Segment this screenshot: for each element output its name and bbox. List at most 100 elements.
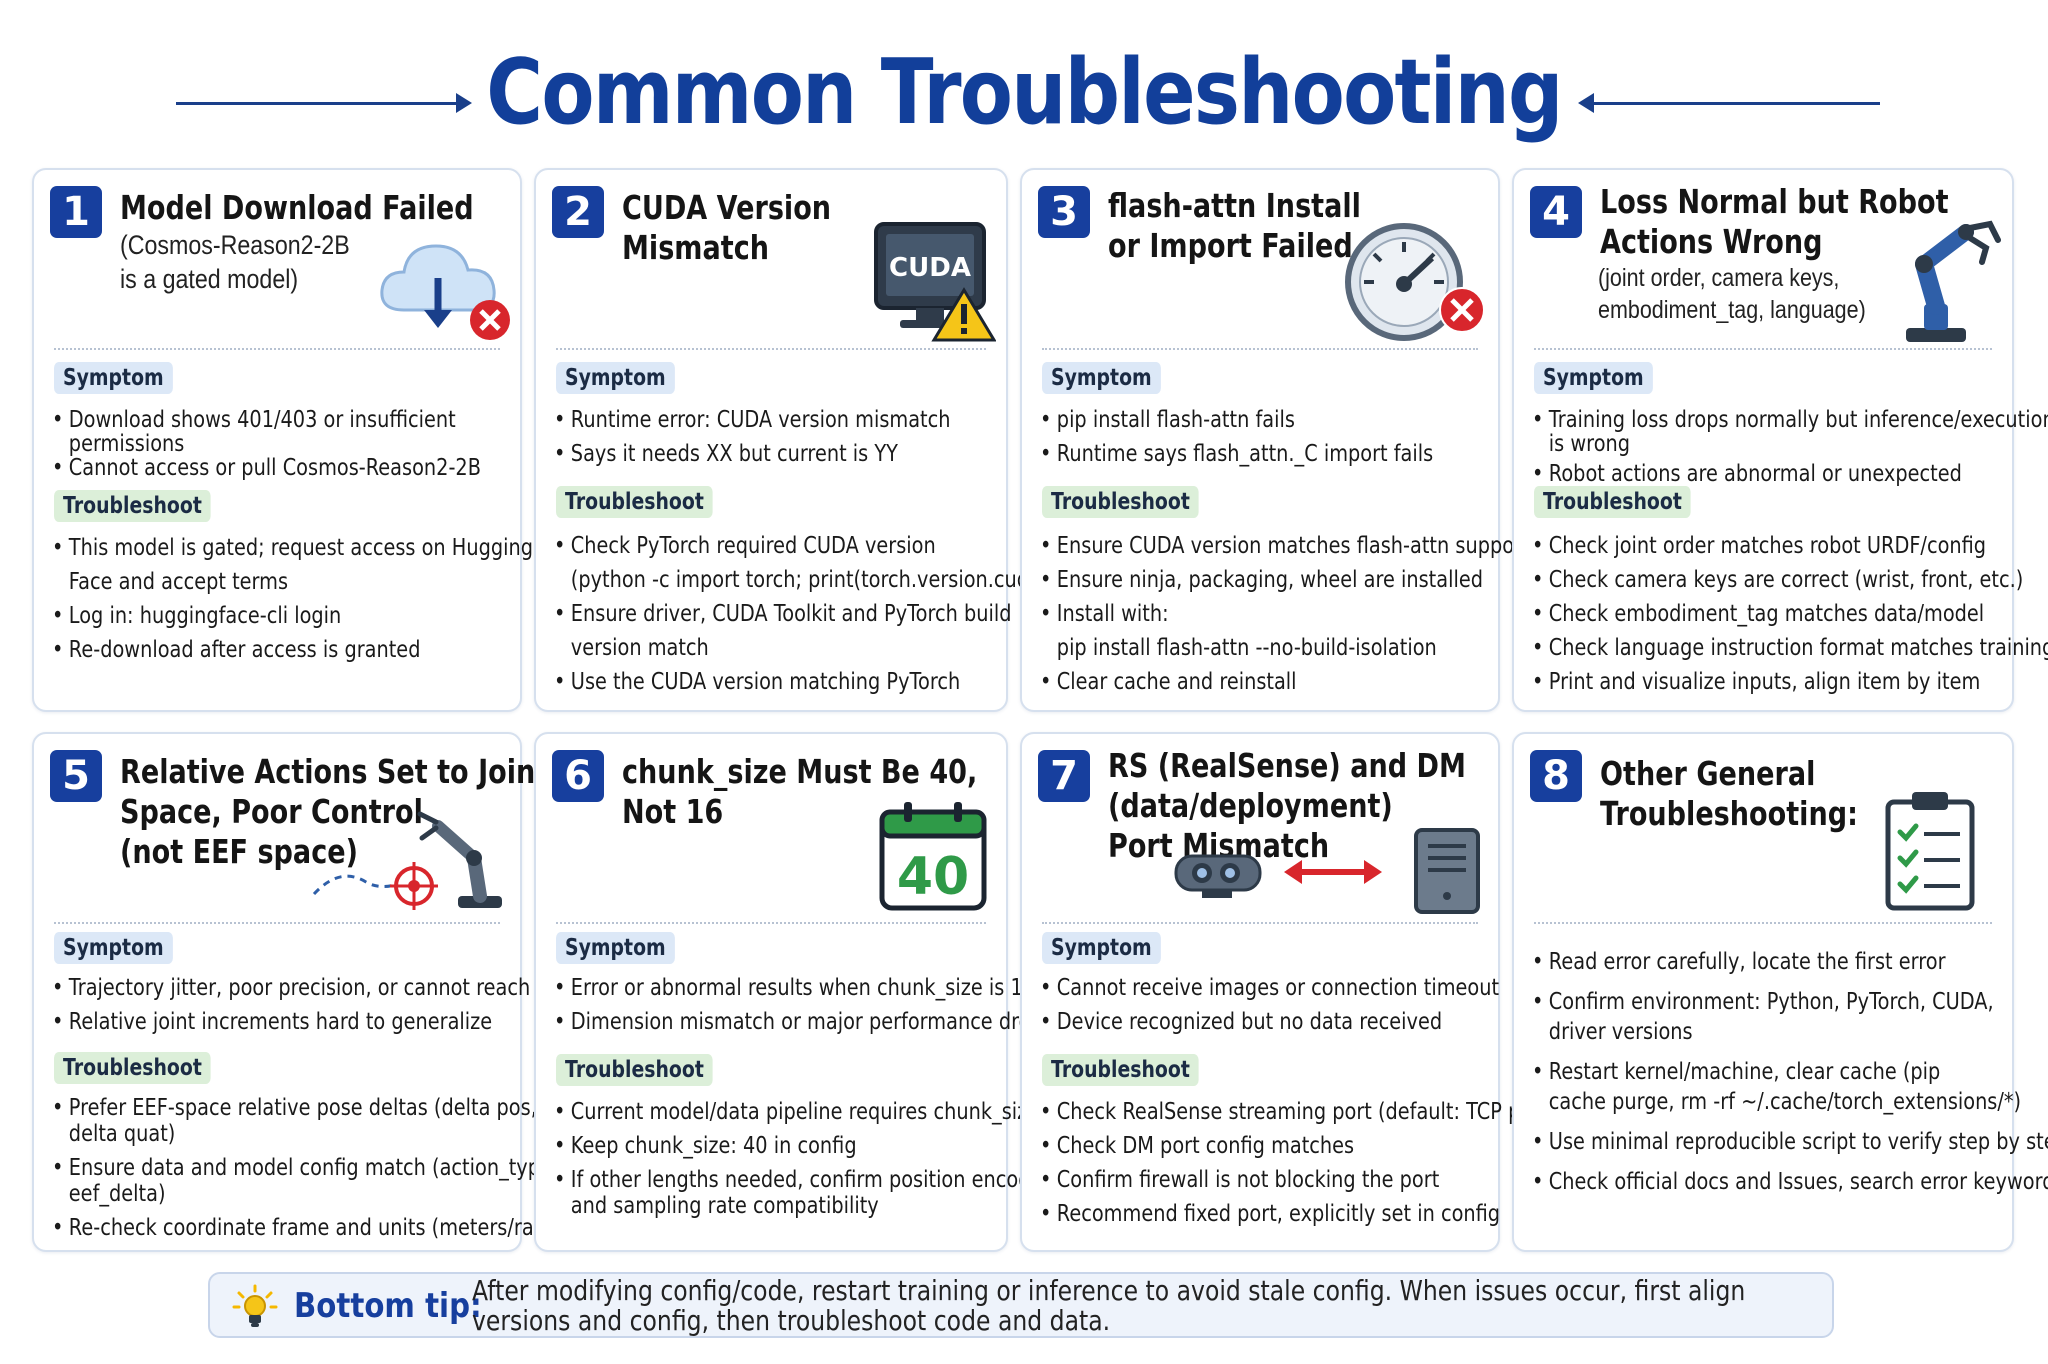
list-item: Download shows 401/403 or insufficient: [52, 406, 481, 434]
list-item: Cannot access or pull Cosmos-Reason2-2B: [52, 454, 481, 482]
list-item: Robot actions are abnormal or unexpected: [1532, 460, 2048, 488]
list-item: Restart kernel/machine, clear cache (pip: [1532, 1058, 2048, 1086]
list-item: Keep chunk_size: 40 in config: [554, 1132, 1092, 1160]
symptom-tag: Symptom: [54, 362, 173, 394]
list-item: pip install flash-attn fails: [1040, 406, 1433, 434]
page-title: Common Troubleshooting: [486, 40, 1563, 145]
list-item: Ensure driver, CUDA Toolkit and PyTorch …: [554, 600, 1056, 628]
camera-server-link-icon: [1174, 828, 1480, 914]
list-item: Log in: huggingface-cli login: [52, 602, 533, 630]
bottom-tip: Bottom tip: After modifying config/code,…: [208, 1272, 1834, 1338]
list-item: This model is gated; request access on H…: [52, 534, 533, 562]
list-item: Re-check coordinate frame and units (met…: [52, 1214, 593, 1242]
list-item: Ensure ninja, packaging, wheel are insta…: [1040, 566, 1530, 594]
list-item: Face and accept terms: [68, 569, 289, 595]
symptom-list: Download shows 401/403 or insufficient p…: [52, 406, 563, 488]
card-number: 7: [1038, 750, 1090, 802]
troubleshoot-tag: Troubleshoot: [1042, 486, 1199, 518]
card-subtitle: (joint order, camera keys,embodiment_tag…: [1598, 264, 1866, 324]
list-item: Check embodiment_tag matches data/model: [1532, 600, 2048, 628]
list-item: Recommend fixed port, explicitly set in …: [1040, 1200, 1555, 1228]
list-item: Check language instruction format matche…: [1532, 634, 2048, 662]
left-arrow-icon: [456, 93, 472, 113]
list-item: Prefer EEF-space relative pose deltas (d…: [52, 1094, 593, 1122]
troubleshoot-list: Check PyTorch required CUDA version (pyt…: [554, 532, 1152, 702]
card-model-download: 1 Model Download Failed (Cosmos-Reason2-…: [32, 168, 533, 712]
cloud-download-error-icon: [380, 244, 510, 340]
symptom-list: pip install flash-attn fails Runtime say…: [1040, 406, 1508, 474]
list-item: Check DM port config matches: [1040, 1132, 1555, 1160]
troubleshoot-tag: Troubleshoot: [54, 490, 211, 522]
card-title: chunk_size Must Be 40,Not 16: [622, 752, 978, 831]
divider: [1042, 922, 1478, 924]
symptom-tag: Symptom: [54, 932, 173, 964]
list-item: permissions: [68, 431, 185, 457]
troubleshoot-list: Check RealSense streaming port (default:…: [1040, 1098, 1653, 1234]
card-number: 6: [552, 750, 604, 802]
right-arrow-line: [1592, 102, 1880, 105]
list-item: cache purge, rm -rf ~/.cache/torch_exten…: [1548, 1089, 2022, 1115]
card-number: 3: [1038, 186, 1090, 238]
card-title: Model Download Failed: [120, 188, 474, 227]
troubleshoot-list: Ensure CUDA version matches flash-attn s…: [1040, 532, 1623, 702]
list-item: Print and visualize inputs, align item b…: [1532, 668, 2048, 696]
cuda-monitor-warning-icon: CUDA: [874, 222, 996, 342]
list-item: Check PyTorch required CUDA version: [554, 532, 1056, 560]
troubleshoot-list: Prefer EEF-space relative pose deltas (d…: [52, 1094, 696, 1248]
list-item: (python -c import torch; print(torch.ver…: [570, 567, 1056, 593]
troubleshoot-list: Current model/data pipeline requires chu…: [554, 1098, 1195, 1226]
list-item: Training loss drops normally but inferen…: [1532, 406, 2048, 434]
troubleshoot-tag: Troubleshoot: [1534, 486, 1691, 518]
divider: [54, 922, 500, 924]
card-number: 8: [1530, 750, 1582, 802]
symptom-tag: Symptom: [556, 362, 675, 394]
troubleshoot-tag: Troubleshoot: [556, 1054, 713, 1086]
troubleshoot-tag: Troubleshoot: [556, 486, 713, 518]
speedometer-error-icon: [1345, 223, 1485, 341]
card-number: 4: [1530, 186, 1582, 238]
list-item: Trajectory jitter, poor precision, or ca…: [52, 974, 595, 1002]
list-item: Check official docs and Issues, search e…: [1532, 1168, 2048, 1196]
list-item: Check RealSense streaming port (default:…: [1040, 1098, 1555, 1126]
list-item: eef_delta): [68, 1181, 166, 1207]
list-item: Confirm firewall is not blocking the por…: [1040, 1166, 1555, 1194]
lightbulb-icon: [232, 1284, 278, 1327]
symptom-list: Training loss drops normally but inferen…: [1532, 406, 2048, 494]
robot-arm-target-icon: [312, 811, 502, 910]
card-port-mismatch: 7 RS (RealSense) and DM(data/deployment)…: [1020, 732, 1555, 1252]
symptom-tag: Symptom: [1534, 362, 1653, 394]
symptom-list: Error or abnormal results when chunk_siz…: [554, 974, 1136, 1042]
card-number: 2: [552, 186, 604, 238]
svg-text:40: 40: [897, 847, 969, 907]
list-item: Ensure CUDA version matches flash-attn s…: [1040, 532, 1530, 560]
list-item: and sampling rate compatibility: [570, 1193, 879, 1219]
divider: [1534, 348, 1992, 350]
list-item: Current model/data pipeline requires chu…: [554, 1098, 1092, 1126]
list-item: version match: [570, 635, 709, 661]
list-item: Relative joint increments hard to genera…: [52, 1008, 595, 1036]
calendar-40-icon: 40: [879, 802, 987, 911]
card-number: 5: [50, 750, 102, 802]
title-row: Common Troubleshooting: [0, 28, 2048, 158]
symptom-list: Trajectory jitter, poor precision, or ca…: [52, 974, 699, 1042]
list-item: Ensure data and model config match (acti…: [52, 1154, 593, 1182]
troubleshoot-tag: Troubleshoot: [1042, 1054, 1199, 1086]
robot-arm-icon: [1906, 220, 2001, 342]
list-item: If other lengths needed, confirm positio…: [554, 1166, 1092, 1194]
svg-text:CUDA: CUDA: [889, 253, 971, 283]
card-number: 1: [50, 186, 102, 238]
list-item: delta quat): [68, 1121, 176, 1147]
symptom-tag: Symptom: [1042, 932, 1161, 964]
troubleshoot-list: Check joint order matches robot URDF/con…: [1532, 532, 2048, 702]
